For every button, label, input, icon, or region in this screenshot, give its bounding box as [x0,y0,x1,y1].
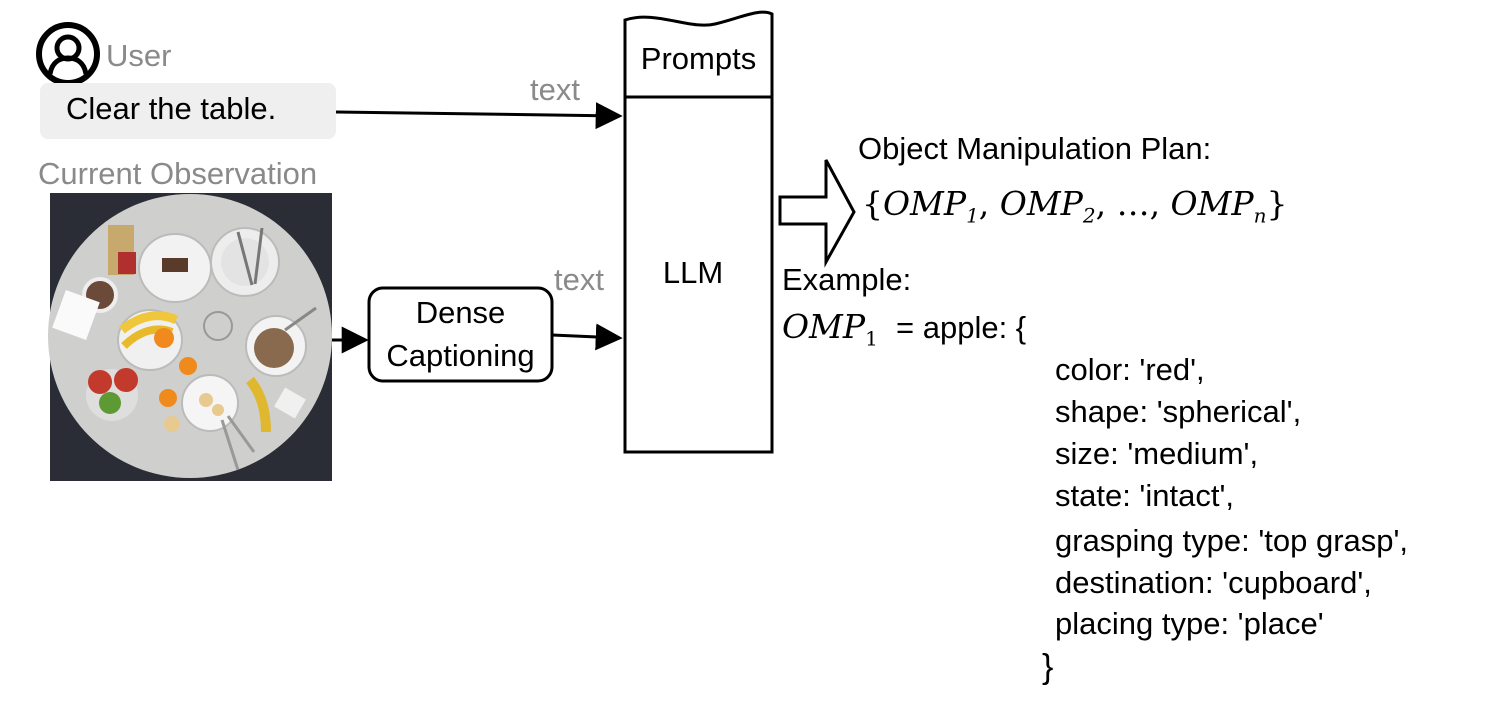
example-omp-assignment: = apple: { [896,310,1027,345]
instruction-arrow [335,102,623,130]
prompts-label: Prompts [640,41,757,76]
attribute-line: state: 'intact', [1055,478,1234,513]
llm-label: LLM [662,255,724,290]
output-arrow [778,159,856,268]
captioning-label-line2: Captioning [386,338,535,373]
llm-box [623,95,774,454]
attribute-line: grasping type: 'top grasp', [1055,523,1409,558]
set-item: OMP2, [999,184,1117,228]
set-close: } [1266,184,1288,223]
observation-image [48,193,332,481]
instruction-box [40,83,336,139]
edge-label-text-top: text [530,72,580,107]
user-icon [36,22,100,86]
set-open: { [862,184,883,223]
attribute-line: size: 'medium', [1055,436,1259,471]
set-item: OMPn [1170,184,1267,228]
observation-label: Current Observation [38,156,318,191]
dense-captioning-box [367,286,554,383]
captioning-to-llm-arrow [551,323,623,351]
captioning-label-line1: Dense [415,295,506,330]
plan-set: {OMP1, OMP2, …, OMPn} [862,184,1288,228]
attribute-line: destination: 'cupboard', [1055,565,1372,600]
prompts-box [623,10,774,99]
edge-label-text-bottom: text [554,262,604,297]
plan-title: Object Manipulation Plan: [858,131,1212,166]
example-label: Example: [782,262,912,297]
example-omp-variable: OMP1 [782,307,878,351]
user-label: User [106,38,172,73]
attribute-line: color: 'red', [1055,352,1205,387]
instruction-text: Clear the table. [66,91,277,126]
attribute-line: shape: 'spherical', [1055,394,1302,429]
set-item: …, [1116,184,1171,223]
attribute-line: placing type: 'place' [1055,606,1324,641]
example-close-brace: } [1042,648,1054,686]
set-item: OMP1, [883,184,1000,228]
